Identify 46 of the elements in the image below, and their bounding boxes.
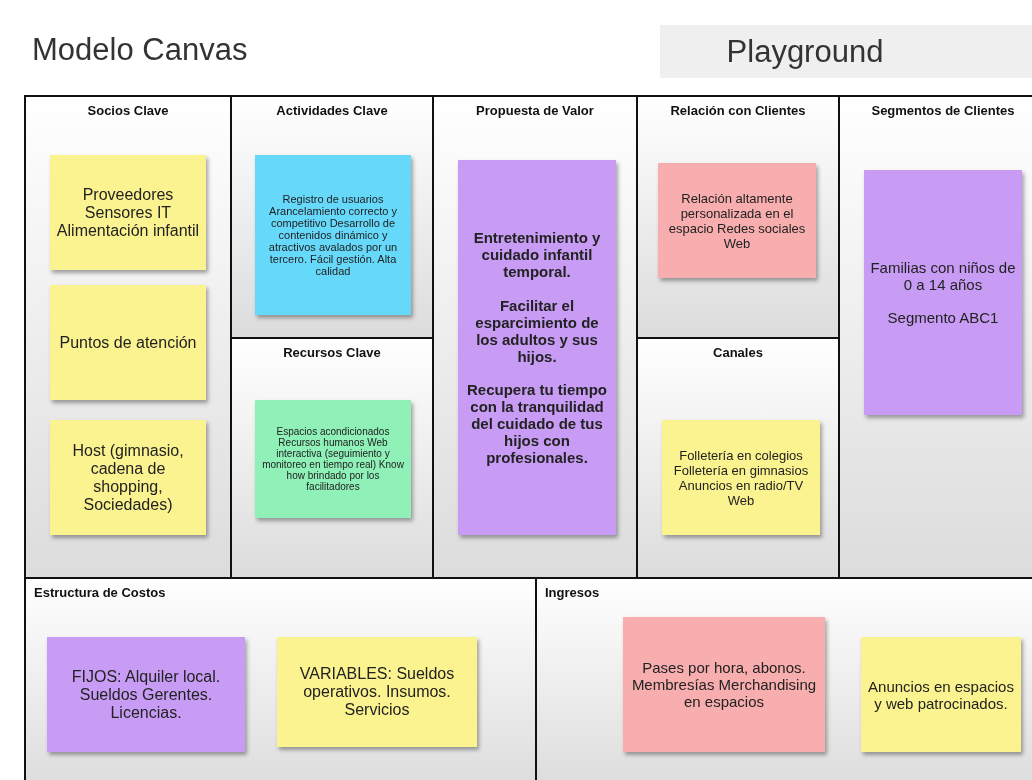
sticky-note bbox=[662, 420, 820, 535]
note-text: Facilitar el esparcimiento de los adultos y sus hijos. bbox=[474, 296, 600, 365]
note-text: Recupera tu tiempo con la tranquilidad del cuidado de tus hijos con profesionales. bbox=[466, 381, 608, 466]
sticky-note bbox=[277, 637, 477, 747]
section-heading: Propuesta de Valor bbox=[475, 103, 595, 118]
section-heading: Estructura de Costos bbox=[34, 585, 167, 600]
note-text: Relación altamente personalizada en el espacio Redes sociales Web bbox=[667, 190, 807, 251]
sticky-note bbox=[255, 400, 411, 518]
note-text: Registro de usuarios Arancelamiento correcto y competitivo Desarrollo de contenidos dinámico y atractivos avalados por un tercero. Fácil gestión. Alta calidad bbox=[267, 193, 399, 277]
note-text: Pases por hora, abonos. Membresías Merchandising en espacios bbox=[630, 659, 818, 710]
sticky-note bbox=[458, 160, 616, 535]
sticky-note bbox=[623, 617, 825, 752]
project-name-banner: Playground bbox=[660, 25, 1032, 78]
section-heading: Actividades Clave bbox=[275, 103, 389, 118]
note-text: Entretenimiento y cuidado infantil temporal. bbox=[472, 229, 602, 280]
note-text: Segmento ABC1 bbox=[887, 309, 999, 327]
note-text: Familias con niños de 0 a 14 años bbox=[870, 258, 1016, 293]
sticky-note bbox=[255, 155, 411, 315]
note-text: VARIABLES: Sueldos operativos. Insumos. Servicios bbox=[298, 665, 456, 719]
section-heading: Relación con Clientes bbox=[669, 103, 807, 118]
section-heading: Socios Clave bbox=[86, 103, 170, 118]
note-text: Puntos de atención bbox=[59, 333, 197, 352]
sticky-note bbox=[50, 285, 206, 400]
sticky-note bbox=[658, 163, 816, 278]
sticky-note bbox=[50, 155, 206, 270]
sticky-note bbox=[861, 637, 1021, 752]
canvas-section bbox=[230, 95, 434, 339]
section-heading: Recursos Clave bbox=[282, 345, 382, 360]
sticky-note bbox=[50, 420, 206, 535]
note-text: Folletería en colegios Folletería en gimnasios Anuncios en radio/TV Web bbox=[672, 447, 810, 508]
canvas-section bbox=[838, 95, 1032, 579]
sticky-note bbox=[864, 170, 1022, 415]
page-title: Modelo Canvas bbox=[32, 32, 248, 68]
note-text: Anuncios en espacios y web patrocinados. bbox=[867, 677, 1015, 712]
note-text: Espacios acondicionados Recursos humanos Web interactiva (seguimiento y monitoreo en tiempo real) Know how brindado por los facilitadores bbox=[261, 426, 405, 492]
note-text: Proveedores Sensores IT Alimentación infantil bbox=[56, 185, 200, 240]
note-text: FIJOS: Alquiler local. Sueldos Gerentes. Licencias. bbox=[70, 667, 222, 722]
canvas-section bbox=[24, 95, 232, 579]
section-heading: Ingresos bbox=[545, 585, 601, 600]
note-text: Host (gimnasio, cadena de shopping, Sociedades) bbox=[71, 441, 185, 514]
sticky-note bbox=[47, 637, 245, 752]
section-heading: Canales bbox=[712, 345, 764, 360]
canvas-section bbox=[432, 95, 638, 579]
canvas-section bbox=[24, 577, 537, 780]
section-heading: Segmentos de Clientes bbox=[870, 103, 1016, 118]
canvas-section bbox=[636, 95, 840, 339]
